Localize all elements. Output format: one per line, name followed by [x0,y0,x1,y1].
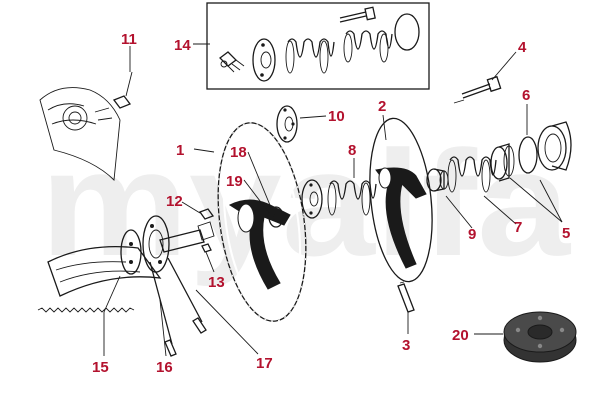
part-label-7: 7 [514,219,522,236]
stalk-16 [149,261,173,345]
part-label-18: 18 [230,144,247,161]
pin-3 [397,281,415,313]
leader-lines [103,43,563,357]
inset-spring-large [343,30,393,63]
part-labels: 1 2 3 4 5 6 7 8 9 10 11 12 13 14 15 16 1… [92,31,570,376]
part-label-14: 14 [174,37,191,54]
steering-wheel [217,122,307,322]
part-label-3: 3 [402,337,410,354]
part-label-15: 15 [92,359,109,376]
switch-plate-left [120,229,142,275]
part-label-11: 11 [121,31,137,48]
inset-box-parts-14 [206,2,430,90]
part-label-1: 1 [176,142,184,159]
part-label-19: 19 [226,173,243,190]
steering-wheel-spokes [228,199,291,290]
spring-7 [447,156,497,193]
part-label-16: 16 [156,359,173,376]
column-housing [39,71,133,181]
stalk-17 [167,257,203,323]
inset-ring [394,13,420,51]
part-label-20: 20 [452,327,469,344]
hub-boss-20 [503,311,577,363]
part-label-17: 17 [256,355,273,372]
inset-plate [252,38,276,82]
hub-plate-10 [276,105,298,143]
part-label-10: 10 [328,108,345,125]
part-label-4: 4 [518,39,527,56]
bolt-4 [453,75,502,104]
inset-spring-small [285,38,335,74]
clip-13 [201,243,212,253]
inset-bolt [339,6,376,23]
hub-washers-18-19 [268,206,284,228]
nut-12 [198,208,215,220]
switch-plate-right [142,215,170,273]
part-label-13: 13 [208,274,225,291]
ring-6 [518,136,538,174]
part-label-6: 6 [522,87,530,104]
spring-wire-15 [37,307,135,313]
contact-plate [301,179,323,219]
part-label-8: 8 [348,142,356,159]
part-label-2: 2 [378,98,386,115]
inset-screw [219,51,245,73]
cap-5-small [490,143,515,182]
horn-ring-2 [369,117,433,283]
part-label-12: 12 [166,193,183,210]
part-label-9: 9 [468,226,476,243]
horn-cap-5 [537,121,572,171]
part-label-5: 5 [562,225,570,242]
